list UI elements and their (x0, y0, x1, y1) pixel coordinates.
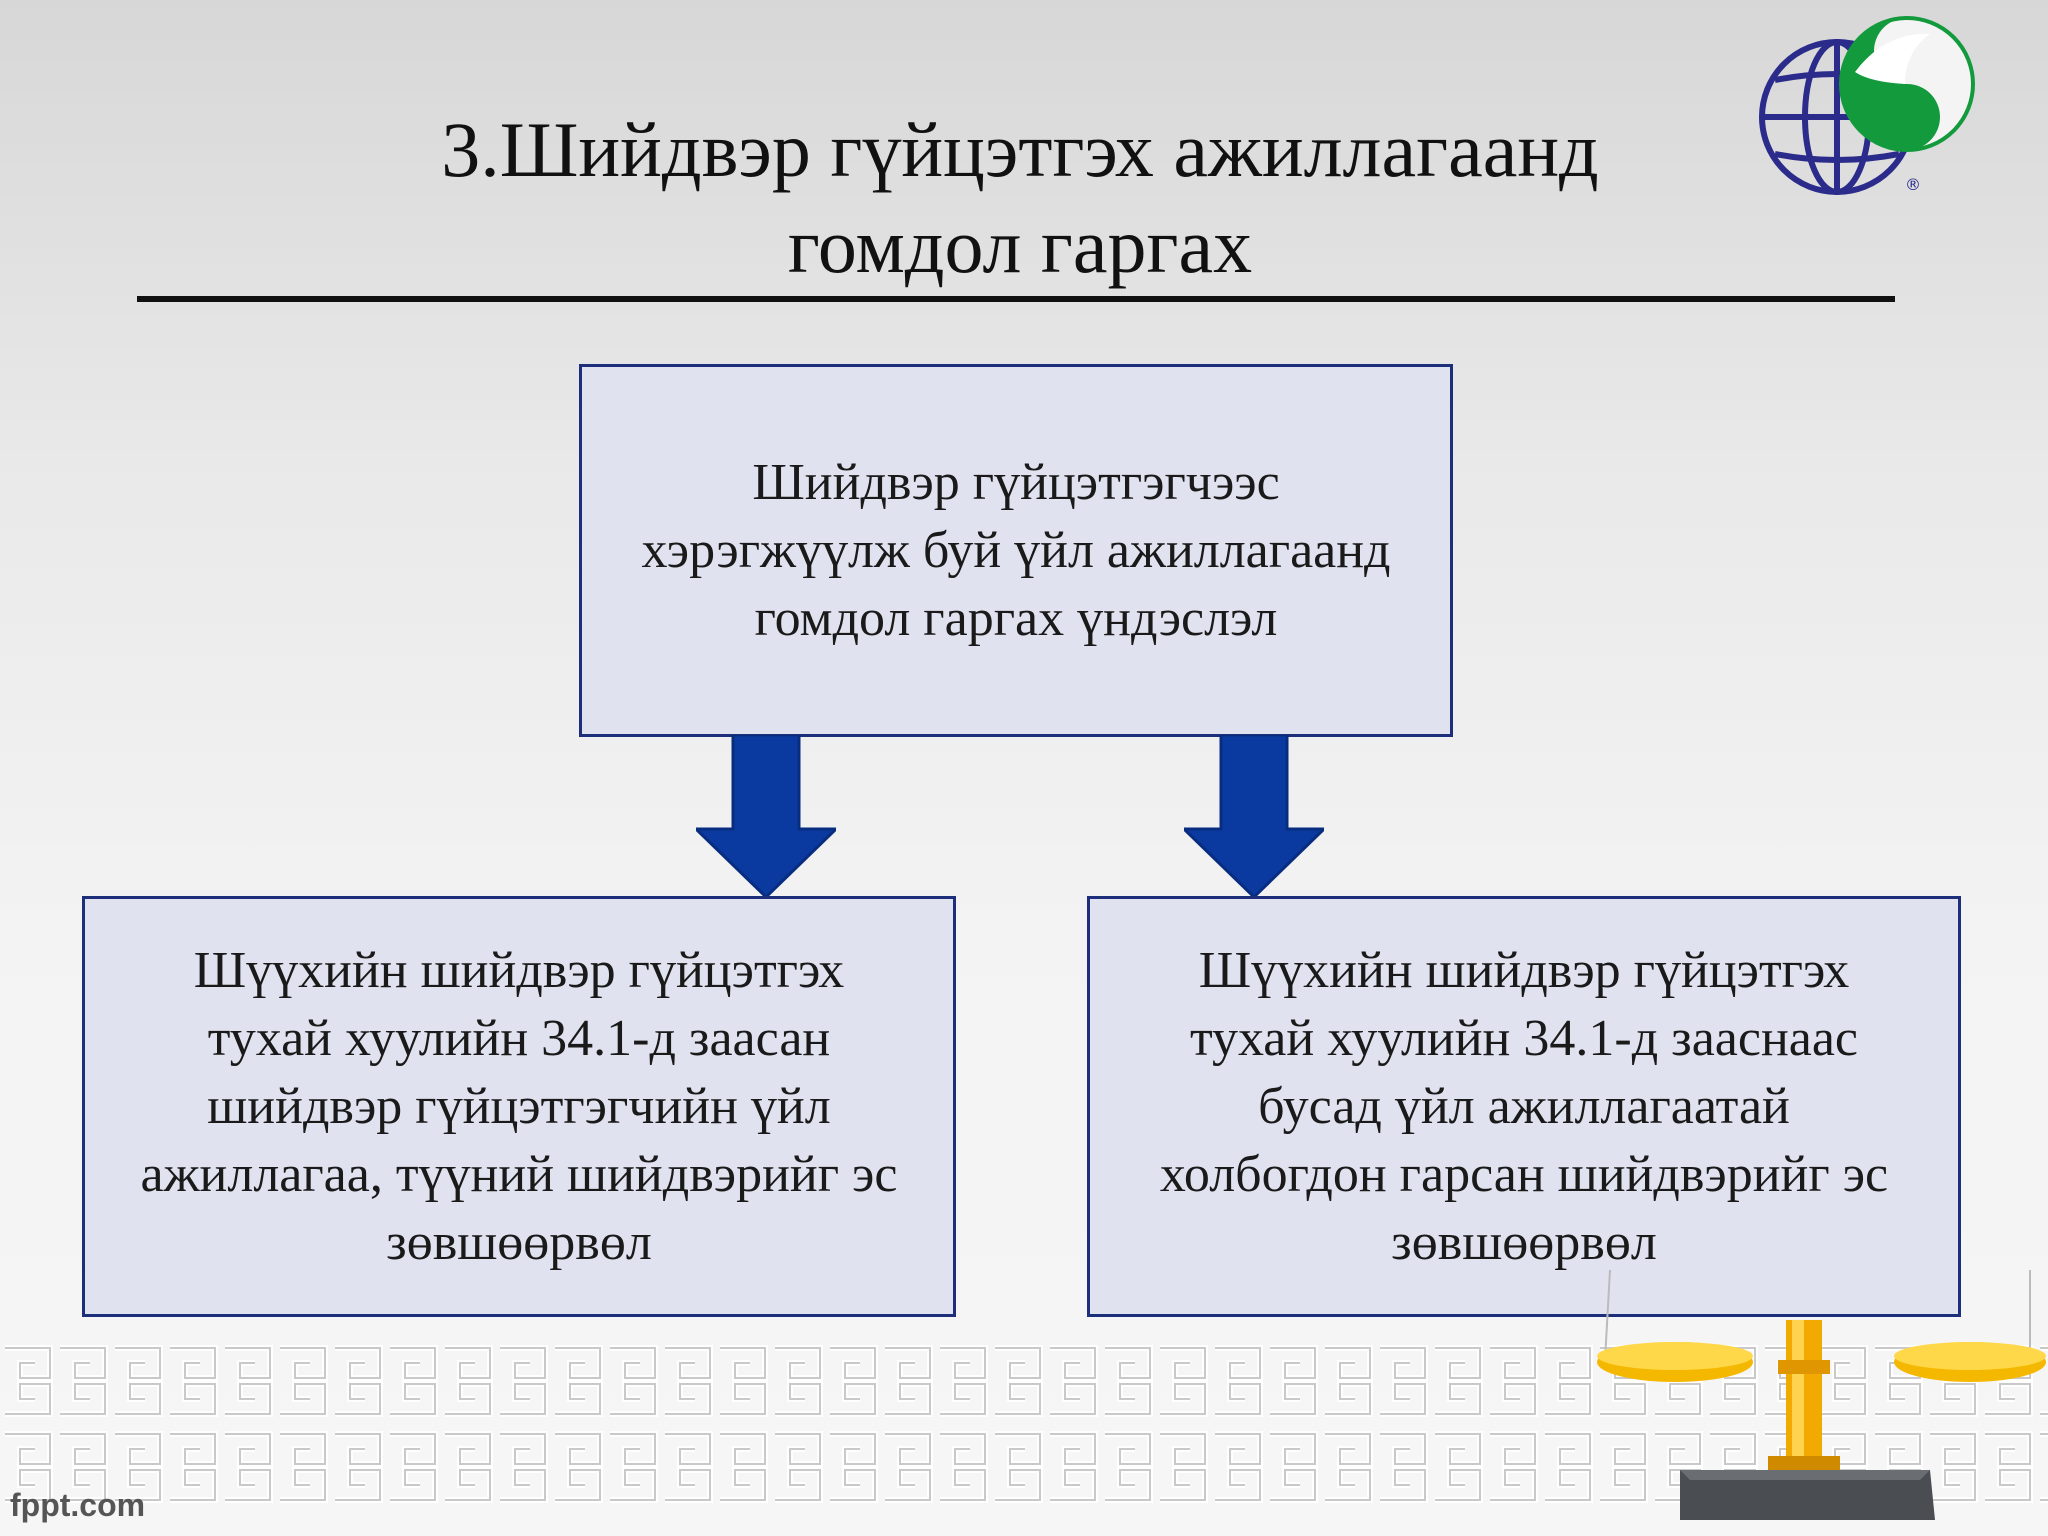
scales-of-justice-icon (1597, 1270, 2046, 1520)
down-arrow-icon (1184, 735, 1324, 897)
slide-title: 3.Шийдвэр гүйцэтгэх ажиллагаанд гомдол г… (140, 102, 1900, 294)
right-box-text: Шүүхийн шийдвэр гүйцэтгэх тухай хуулийн … (1159, 941, 1889, 1271)
footer-credit: fppt.com (10, 1487, 145, 1524)
left-box: Шүүхийн шийдвэр гүйцэтгэх тухай хуулийн … (82, 896, 956, 1317)
svg-text:®: ® (1905, 175, 1921, 194)
left-box-text: Шүүхийн шийдвэр гүйцэтгэх тухай хуулийн … (140, 941, 898, 1271)
slide-title-text: 3.Шийдвэр гүйцэтгэх ажиллагаанд гомдол г… (441, 106, 1599, 289)
down-arrow-icon (696, 735, 836, 897)
top-box: Шийдвэр гүйцэтгэгчээс хэрэгжүүлж буй үйл… (579, 364, 1453, 737)
footer-text: fppt.com (10, 1487, 146, 1523)
right-box: Шүүхийн шийдвэр гүйцэтгэх тухай хуулийн … (1087, 896, 1961, 1317)
globe-logo-icon: ® (1759, 16, 1975, 195)
title-underline (137, 296, 1895, 302)
top-box-text: Шийдвэр гүйцэтгэгчээс хэрэгжүүлж буй үйл… (641, 453, 1391, 647)
